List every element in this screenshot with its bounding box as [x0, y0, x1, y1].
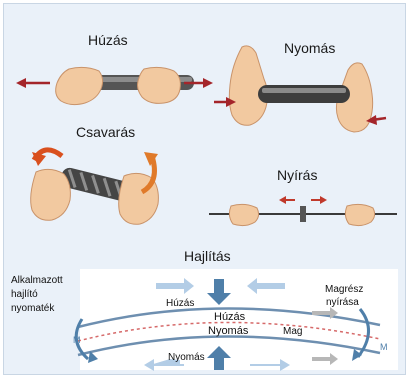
shear-joint [300, 206, 306, 222]
left-moment-symbol: M [73, 334, 81, 347]
tension-center-label: Húzás [214, 311, 245, 324]
applied-moment-line2: hajlító [11, 288, 38, 301]
shear-left-arrow-icon [279, 196, 286, 204]
shear-illustration [209, 194, 399, 234]
right-moment-symbol: M [380, 341, 388, 354]
tension-illustration [14, 59, 214, 119]
core-shear-label-line1: Magrész [325, 283, 363, 296]
bending-diagram-panel: Húzás Húzás Nyomás Mag Nyomás Magrész ny… [80, 269, 398, 370]
left-force-arrow-icon [16, 78, 26, 88]
right-force-arrow-icon [203, 78, 213, 88]
compression-illustration [214, 42, 394, 152]
right-pinch-hand-icon [345, 204, 374, 225]
left-twist-hand-icon [31, 169, 71, 220]
torsion-illustration [32, 142, 172, 242]
applied-moment-line3: nyomaték [11, 302, 54, 315]
core-label: Mag [283, 325, 302, 338]
top-right-inward-arrow-icon [247, 278, 285, 294]
beam-bottom-edge [78, 336, 380, 355]
shear-title: Nyírás [277, 167, 317, 183]
applied-moment-line1: Alkalmazott [11, 274, 63, 287]
down-load-arrow-icon [207, 279, 231, 305]
tension-top-label: Húzás [166, 297, 194, 310]
shear-lower-arrow-icon [312, 353, 338, 365]
left-hand-icon [56, 67, 103, 104]
compression-center-label: Nyomás [208, 325, 248, 338]
torsion-title: Csavarás [76, 124, 135, 140]
compression-bottom-label: Nyomás [168, 351, 205, 364]
right-hand-icon [138, 67, 181, 103]
core-shear-label-line2: nyírása [326, 296, 359, 309]
left-palm-icon [229, 46, 267, 125]
bottom-right-outward-arrow-icon [250, 359, 290, 371]
shear-right-arrow-icon [320, 196, 327, 204]
up-support-arrow-icon [207, 346, 231, 370]
left-pinch-hand-icon [229, 204, 258, 225]
compression-bar [258, 85, 350, 103]
top-left-inward-arrow-icon [156, 278, 194, 294]
tension-title: Húzás [88, 32, 128, 48]
bending-title: Hajlítás [184, 248, 231, 264]
stress-types-diagram: Húzás Nyomás Csavarás Nyírás [3, 3, 406, 375]
